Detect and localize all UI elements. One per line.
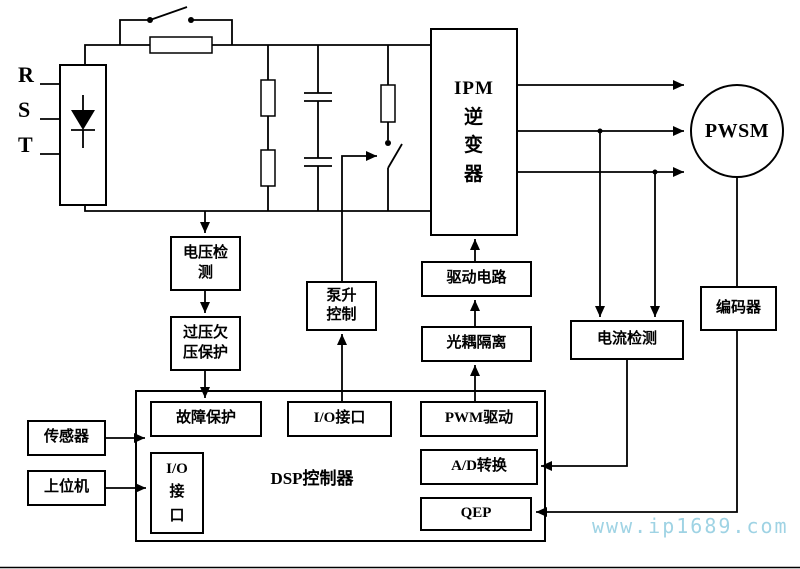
current-sense-wires <box>541 128 660 471</box>
ad-convert-label: A/D转换 <box>451 458 507 475</box>
drive-circuit-label: 驱动电路 <box>446 270 507 287</box>
encoder-block: 编码器 <box>700 286 777 331</box>
voltage-detect-line: 测 <box>197 264 213 281</box>
ov-uv-line: 过压欠 <box>182 325 228 341</box>
opto-isolation-block: 光耦隔离 <box>421 326 532 362</box>
ad-convert-block: A/D转换 <box>420 449 538 485</box>
io-vertical-line: 口 <box>169 507 185 524</box>
io-port-label: I/O接口 <box>313 410 366 427</box>
pwsm-label: PWSM <box>704 120 770 142</box>
voltage-detect-block: 电压检 测 <box>170 236 241 291</box>
diode-icon <box>71 110 95 130</box>
host-computer-label: 上位机 <box>43 479 89 496</box>
brake-resistor-icon <box>380 45 396 211</box>
pwm-drive-label: PWM驱动 <box>444 410 514 427</box>
ov-uv-line: 压保护 <box>182 344 228 361</box>
rectifier-block <box>59 64 107 206</box>
current-detect-block: 电流检测 <box>570 320 684 360</box>
dsp-controller-block <box>135 390 546 542</box>
fault-protect-label: 故障保护 <box>175 410 236 427</box>
bus-divider-resistors-icon <box>260 45 276 211</box>
phase-label-r: R <box>18 62 34 87</box>
fault-protect-block: 故障保护 <box>150 401 262 437</box>
ipm-line: 逆 <box>463 106 484 128</box>
opto-isolation-label: 光耦隔离 <box>446 335 507 352</box>
sensor-block: 传感器 <box>27 420 106 456</box>
breaker-switch-icon <box>147 6 194 23</box>
pwsm-motor-block: PWSM <box>690 84 784 178</box>
ipm-output-wires <box>518 80 684 177</box>
encoder-label: 编码器 <box>715 299 761 316</box>
ipm-inverter-block: IPM 逆 变 器 <box>430 28 518 236</box>
pump-control-line: 控制 <box>326 307 357 323</box>
phase-input-wires <box>40 83 60 155</box>
phase-label-t: T <box>18 132 33 157</box>
voltage-detect-line: 电压检 <box>182 245 228 261</box>
current-detect-label: 电流检测 <box>596 331 657 348</box>
encoder-feedback-wire <box>536 178 738 517</box>
ipm-line: IPM <box>454 78 494 99</box>
ipm-line: 变 <box>463 135 484 156</box>
io-vertical-line: I/O <box>166 461 188 478</box>
io-port-vertical-block: I/O 接 口 <box>150 452 204 534</box>
brake-switch-icon <box>385 140 403 169</box>
qep-label: QEP <box>460 505 492 522</box>
over-under-voltage-protect-block: 过压欠 压保护 <box>170 316 241 371</box>
dc-link-capacitors-icon <box>304 45 332 211</box>
io-port-block: I/O接口 <box>287 401 392 437</box>
sensor-label: 传感器 <box>43 429 89 446</box>
signal-arrows <box>106 151 480 493</box>
phase-label-s: S <box>18 97 31 122</box>
dc-bus-wires <box>84 19 430 212</box>
host-computer-block: 上位机 <box>27 470 106 506</box>
watermark: www.ip1689.com <box>592 514 789 538</box>
qep-block: QEP <box>420 497 532 531</box>
soft-start-resistor-icon <box>149 36 213 54</box>
dsp-controller-title: DSP控制器 <box>270 469 354 488</box>
drive-circuit-block: 驱动电路 <box>421 261 532 297</box>
pwm-drive-block: PWM驱动 <box>420 401 538 437</box>
pump-up-control-block: 泵升 控制 <box>306 281 377 331</box>
pump-control-line: 泵升 <box>326 287 357 304</box>
io-vertical-line: 接 <box>169 484 185 501</box>
ipm-line: 器 <box>463 163 484 185</box>
